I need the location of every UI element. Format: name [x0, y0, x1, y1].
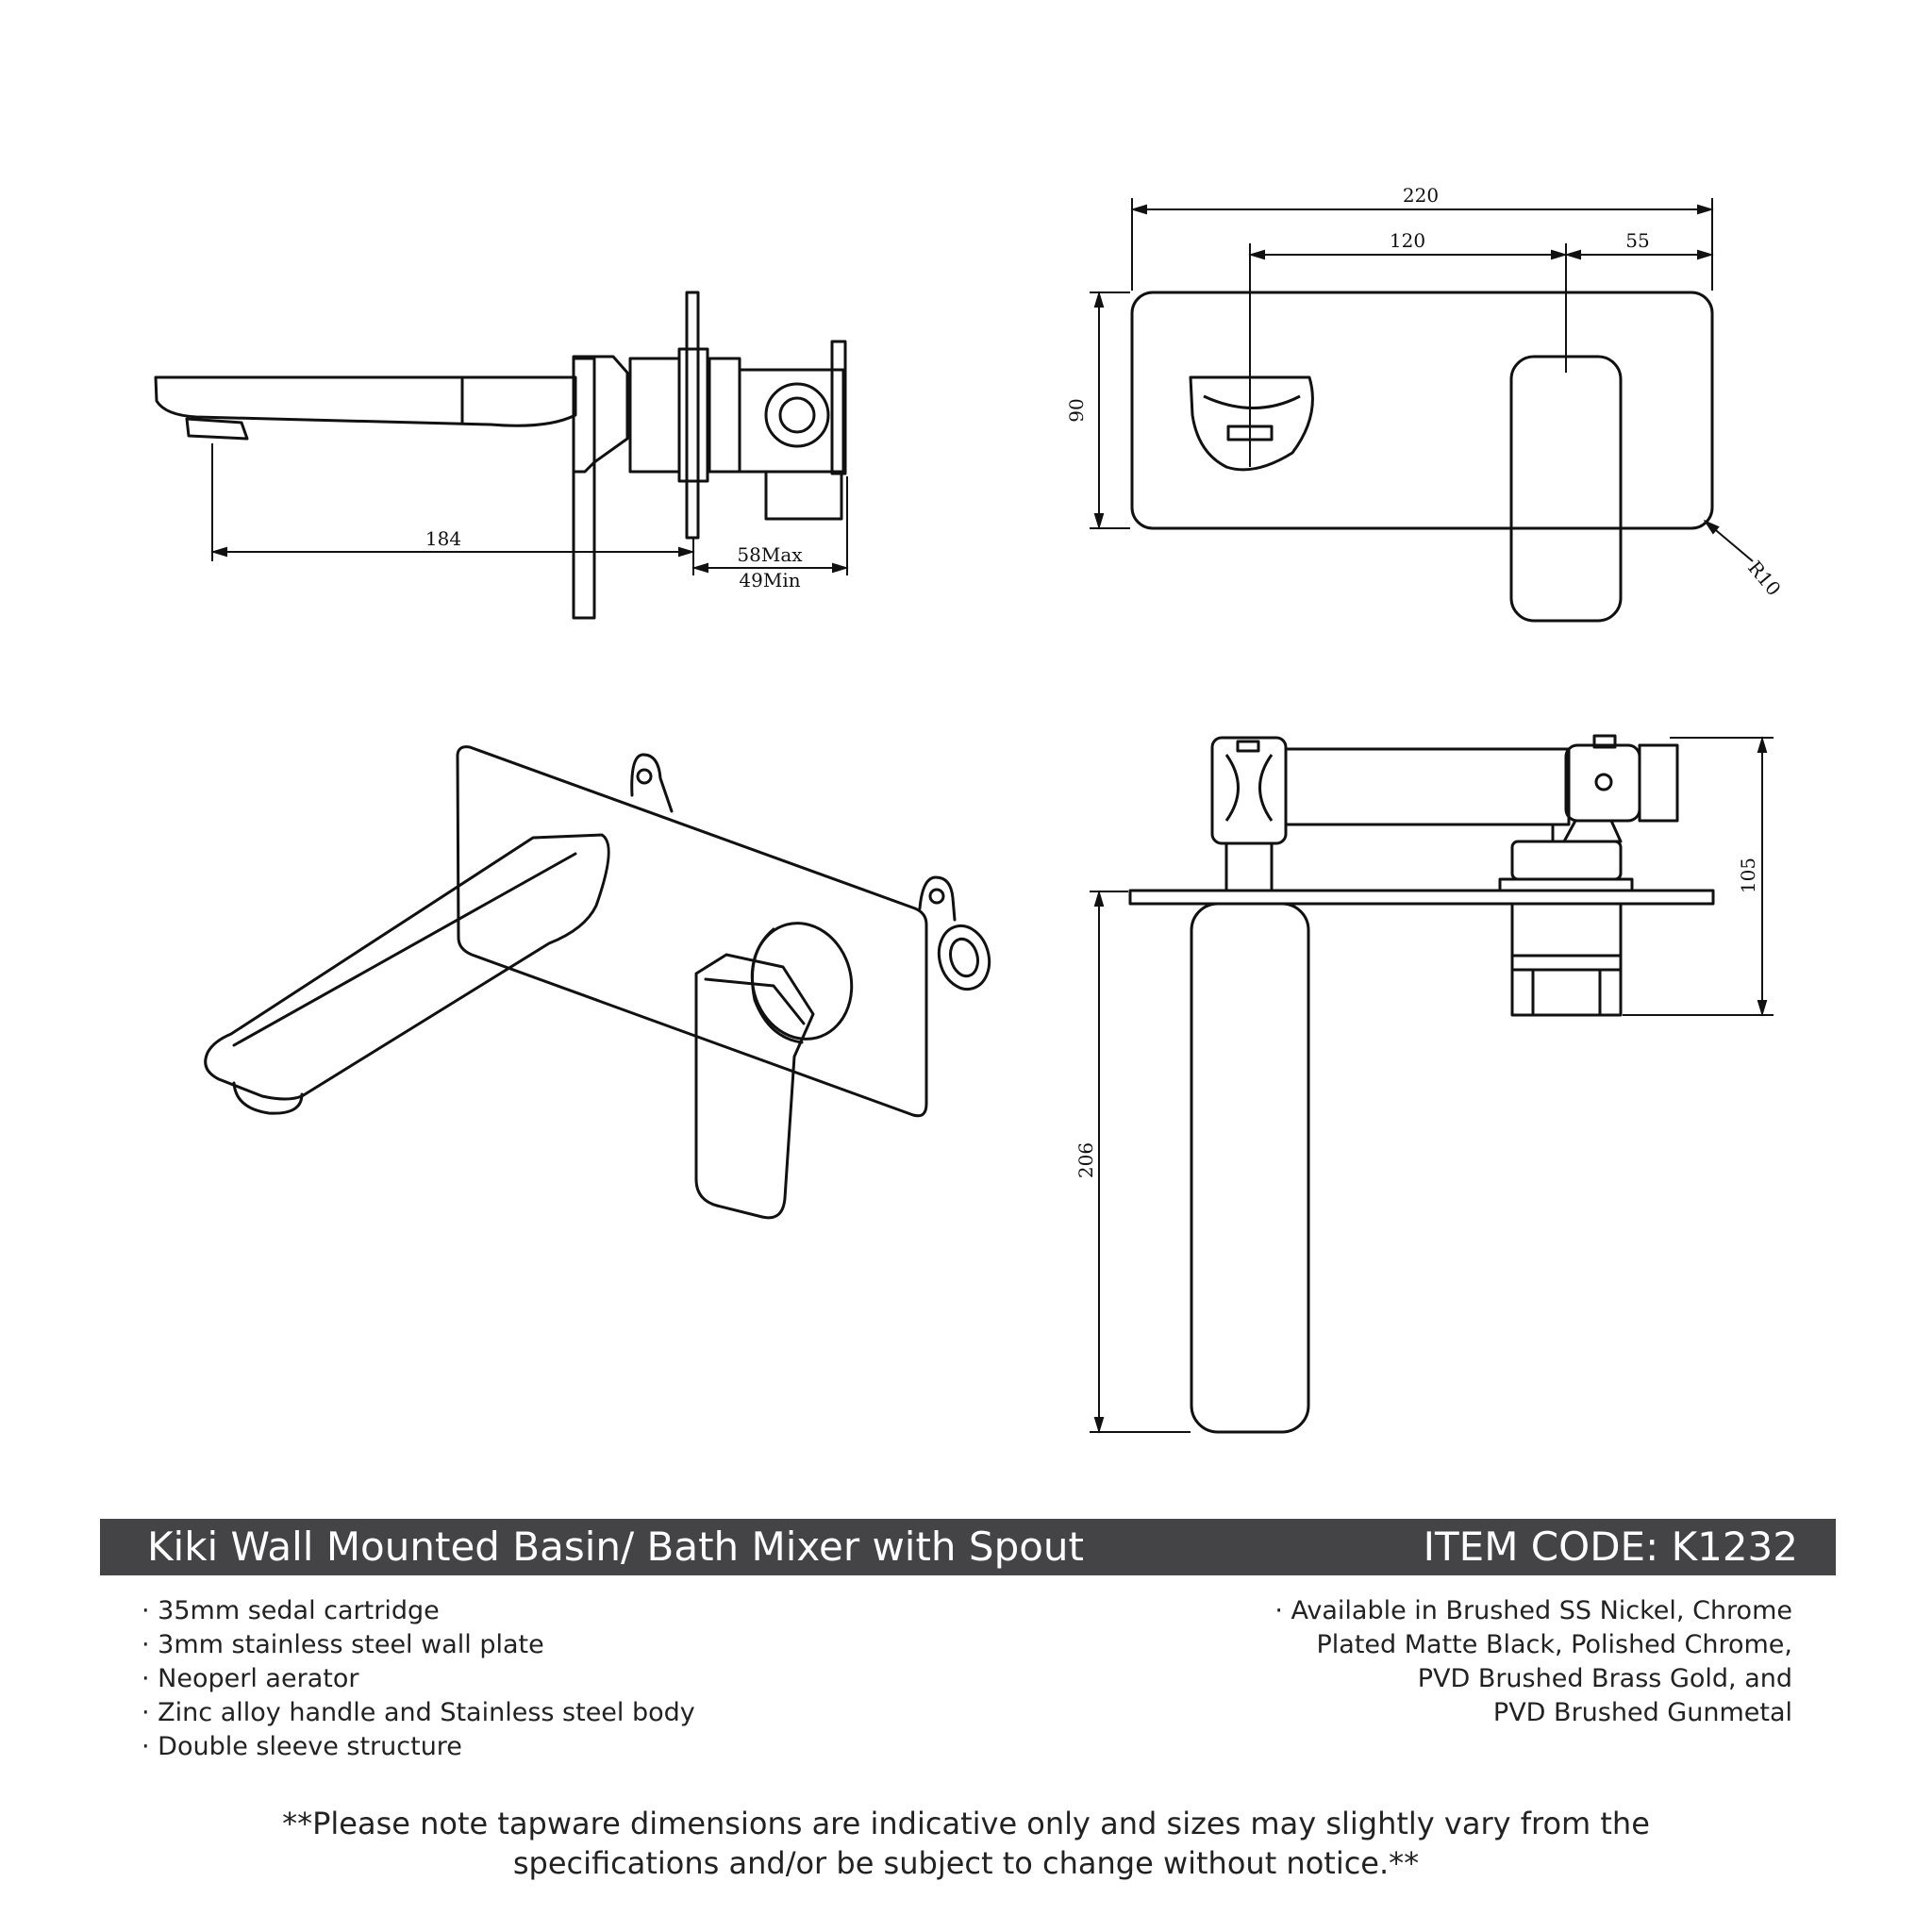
title-bar: Kiki Wall Mounted Basin/ Bath Mixer with…: [100, 1519, 1836, 1575]
disclaimer: **Please note tapware dimensions are ind…: [189, 1804, 1743, 1883]
top-cartridge-cap-detail: [1224, 754, 1274, 822]
front-handle: [1509, 355, 1623, 623]
top-view-dimensions: [1090, 736, 1774, 1434]
dim-label-105: 105: [1737, 858, 1759, 893]
top-valve-base: [1510, 954, 1623, 1017]
side-sleeve-3: [708, 357, 741, 474]
feature-item: 35mm sedal cartridge: [142, 1594, 695, 1628]
top-valve-base-detail: [1512, 968, 1621, 1015]
isometric-view: [204, 745, 991, 1220]
finishes-line: · Available in Brushed SS Nickel, Chrome: [1274, 1596, 1792, 1625]
dim-label-r10: R10: [1743, 557, 1785, 600]
iso-inlet-inner: [949, 937, 979, 978]
side-spout: [154, 375, 577, 427]
finishes-line: PVD Brushed Gunmetal: [1492, 1698, 1792, 1727]
feature-item: Double sleeve structure: [142, 1730, 695, 1764]
dim-label-120: 120: [1390, 229, 1425, 252]
top-cartridge-stem: [1224, 841, 1274, 892]
side-aerator: [185, 417, 249, 441]
dim-label-58max: 58Max: [737, 543, 803, 566]
feature-item: 3mm stainless steel wall plate: [142, 1628, 695, 1662]
front-spout-opening: [1203, 394, 1301, 409]
iso-spout: [204, 833, 610, 1101]
side-view-dimensions: [210, 443, 849, 575]
top-cartridge-notch: [1236, 740, 1260, 753]
dim-label-90: 90: [1065, 398, 1088, 422]
iso-handle-sleeve-ring: [751, 927, 804, 1044]
dim-label-220: 220: [1403, 184, 1439, 207]
iso-spout-edge: [232, 852, 577, 1047]
iso-wall-plate: [456, 745, 928, 1118]
top-wall-plate: [1128, 889, 1715, 906]
iso-mount-hole-2: [928, 888, 945, 905]
dim-label-55: 55: [1625, 229, 1649, 252]
disclaimer-line: specifications and/or be subject to chan…: [512, 1845, 1420, 1881]
feature-list: 35mm sedal cartridge 3mm stainless steel…: [142, 1594, 695, 1764]
finishes-note: · Available in Brushed SS Nickel, Chrome…: [1208, 1594, 1792, 1730]
top-valve-upper-sleeve: [1510, 840, 1623, 881]
dim-line-r10: [1703, 519, 1754, 562]
iso-handle: [694, 953, 815, 1220]
side-inlet-inner: [778, 396, 816, 434]
front-view-dimensions: [1090, 198, 1754, 562]
item-code: ITEM CODE: K1232: [1423, 1524, 1798, 1570]
iso-aerator: [232, 1081, 304, 1115]
front-view: [1130, 291, 1714, 623]
side-back-bracket: [830, 340, 847, 475]
feature-item: Zinc alloy handle and Stainless steel bo…: [142, 1696, 695, 1730]
top-spout: [1190, 902, 1310, 1434]
dim-label-184: 184: [425, 527, 461, 550]
top-valve-cap: [1638, 743, 1679, 823]
top-connecting-pipe: [1284, 747, 1571, 826]
front-wall-plate: [1130, 291, 1714, 530]
iso-inlet-outer: [937, 924, 991, 991]
side-view: [154, 291, 847, 620]
side-wall-plate: [572, 357, 596, 620]
top-valve-lower-sleeve: [1510, 902, 1623, 958]
top-valve-body: [1564, 743, 1641, 823]
iso-handle-edge: [704, 977, 806, 1025]
front-spout-outlet: [1189, 375, 1314, 472]
top-valve-hole: [1594, 773, 1613, 791]
side-mount-bracket: [685, 291, 700, 540]
top-valve-nub: [1592, 734, 1617, 749]
side-body-base: [764, 470, 843, 521]
iso-mount-hole-1: [636, 768, 653, 785]
iso-mount-tab-2: [918, 875, 957, 922]
side-inlet-outer: [764, 382, 830, 448]
technical-drawing: 184 58Max 49Min 220 120 55 90 R10: [154, 184, 1786, 1434]
product-title: Kiki Wall Mounted Basin/ Bath Mixer with…: [147, 1524, 1085, 1570]
feature-item: Neoperl aerator: [142, 1662, 695, 1696]
side-sleeve-2: [677, 347, 709, 483]
dim-label-206: 206: [1074, 1142, 1097, 1178]
iso-handle-sleeve: [750, 922, 854, 1041]
dim-label-49min: 49Min: [739, 569, 800, 591]
finishes-line: Plated Matte Black, Polished Chrome,: [1316, 1630, 1792, 1659]
side-sleeve-1: [628, 357, 681, 474]
disclaimer-line: **Please note tapware dimensions are ind…: [282, 1806, 1650, 1841]
finishes-line: PVD Brushed Brass Gold, and: [1417, 1664, 1792, 1693]
iso-mount-tab-1: [630, 753, 674, 813]
side-handle: [572, 355, 629, 474]
top-cartridge-cap: [1210, 736, 1288, 845]
top-valve-plate-ring: [1498, 877, 1634, 892]
top-view: [1128, 734, 1715, 1434]
